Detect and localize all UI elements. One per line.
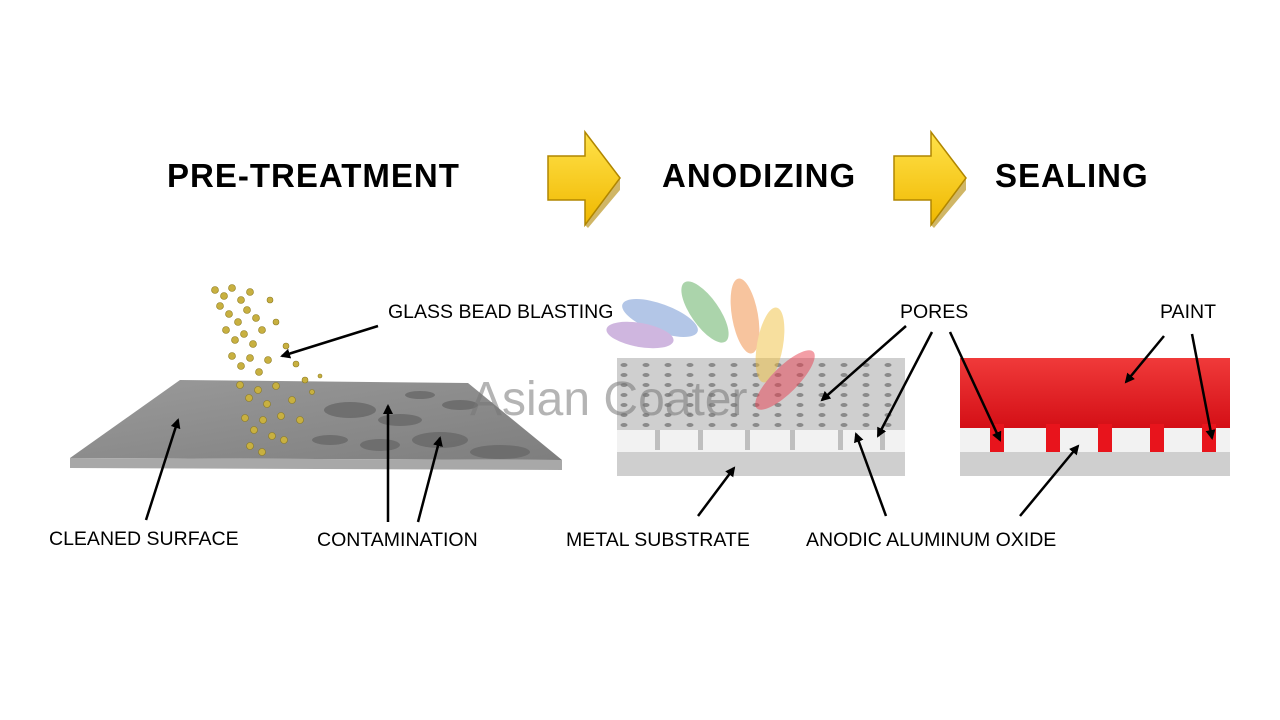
label-cleaned-surface: CLEANED SURFACE	[49, 528, 239, 550]
label-contamination: CONTAMINATION	[317, 529, 478, 551]
glass-bead-stream	[211, 284, 323, 456]
step-arrow-icon	[893, 129, 967, 228]
watermark-logo	[606, 278, 815, 410]
label-anodic-aluminum-oxide: ANODIC ALUMINUM OXIDE	[806, 529, 1057, 551]
step-title-pretreatment: PRE-TREATMENT	[167, 157, 460, 194]
sealing-block	[960, 358, 1230, 476]
label-glass-bead-blasting: GLASS BEAD BLASTING	[388, 301, 614, 323]
watermark-text: Asian Coater	[470, 373, 748, 426]
step-arrow-icon	[547, 129, 621, 228]
label-metal-substrate: METAL SUBSTRATE	[566, 529, 750, 551]
step-title-sealing: SEALING	[995, 157, 1149, 194]
label-paint: PAINT	[1160, 301, 1216, 323]
step-title-anodizing: ANODIZING	[662, 157, 857, 194]
label-pores: PORES	[900, 301, 969, 323]
pointer-arrow-icon	[144, 324, 1216, 523]
contamination-patches	[312, 391, 530, 459]
